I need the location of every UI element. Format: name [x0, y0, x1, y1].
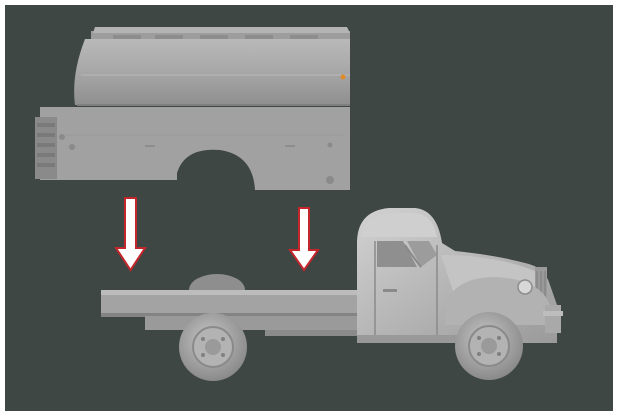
origin-marker-icon	[341, 75, 346, 80]
scene-canvas	[5, 5, 613, 411]
down-arrow-icon	[116, 198, 145, 270]
tanker-body-model[interactable]	[35, 27, 350, 190]
down-arrow-icon	[290, 208, 318, 270]
truck-cab-chassis-model[interactable]	[101, 208, 563, 381]
3d-viewport[interactable]	[5, 5, 613, 411]
